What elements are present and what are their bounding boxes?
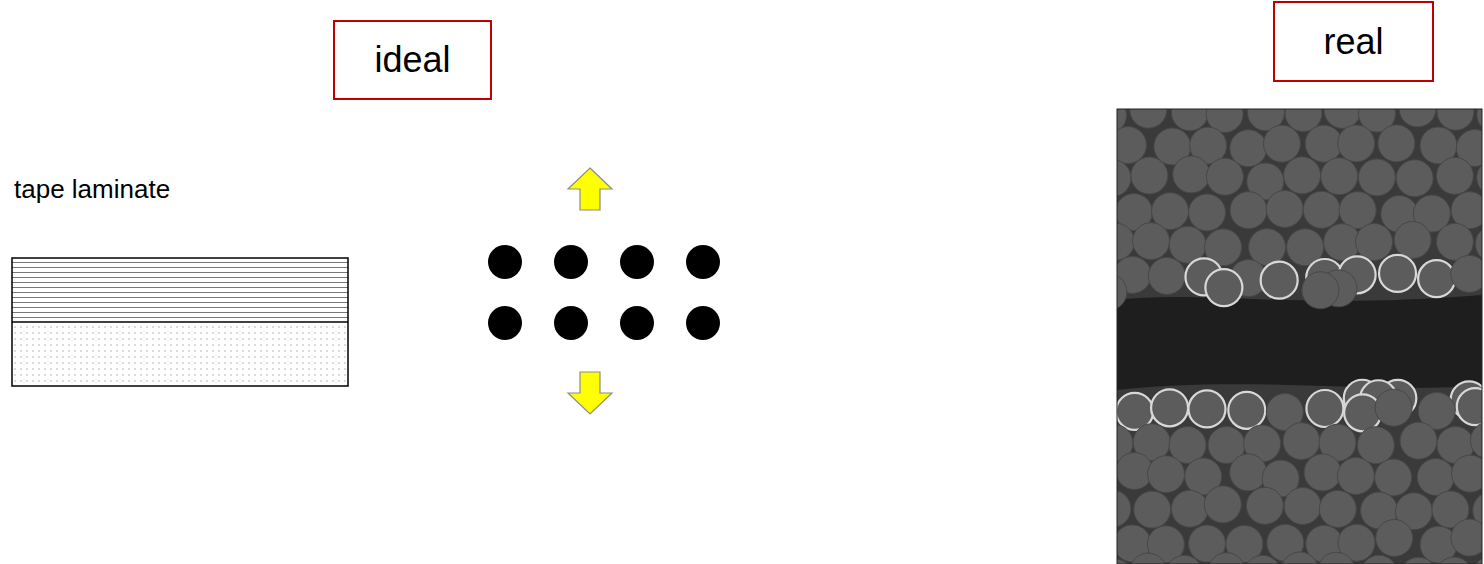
fiber-section [1324, 224, 1361, 261]
box-label: ideal [374, 40, 450, 80]
fiber-section [1263, 125, 1300, 162]
fiber-section [1148, 257, 1185, 294]
fiber-section [1378, 125, 1415, 162]
fiber-section [1306, 390, 1343, 427]
fiber-section [1338, 125, 1375, 162]
fiber-section [1208, 553, 1245, 564]
fiber-section [1148, 456, 1185, 493]
fiber-section [1418, 260, 1455, 297]
fiber-section [1130, 109, 1167, 128]
fiber-section [1361, 555, 1398, 564]
fiber-section [1302, 272, 1339, 309]
fiber-section [1356, 223, 1393, 260]
fiber-section [1246, 487, 1283, 524]
fiber-section [1357, 427, 1394, 464]
fiber-section [1117, 223, 1134, 260]
fiber-section [1452, 455, 1482, 492]
fiber-section [1134, 491, 1171, 528]
fiber-section [1470, 422, 1482, 459]
fiber-section [1436, 557, 1473, 564]
fiber-section [1321, 158, 1358, 195]
fiber-section [1281, 552, 1318, 564]
figure-label: tape laminate [14, 175, 170, 204]
fiber-section [1261, 262, 1298, 299]
fiber-section [1131, 157, 1168, 194]
box-label: real [1323, 22, 1383, 62]
fiber-section [1319, 490, 1356, 527]
fiber-section [1117, 160, 1131, 197]
fiber-section [1117, 490, 1131, 527]
fiber-section [1305, 125, 1342, 162]
fiber-section [1206, 158, 1243, 195]
fiber-section [1436, 223, 1473, 260]
fiber-section [1400, 557, 1437, 564]
fiber-section [1337, 458, 1374, 495]
fiber-section [1188, 390, 1225, 427]
fiber-section [1477, 159, 1482, 196]
fiber-section [1244, 555, 1281, 564]
label-box: ideal [333, 20, 492, 100]
fiber-section [1284, 488, 1321, 525]
laminate-figure [12, 258, 348, 386]
fiber-section [1228, 392, 1265, 429]
fiber-section [1284, 157, 1321, 194]
fiber-section [1230, 192, 1267, 229]
fiber-section [1173, 156, 1210, 193]
fiber-section [1457, 388, 1482, 425]
fiber-section [1376, 520, 1413, 557]
fiber-section [1399, 109, 1436, 127]
fiber-section [1133, 223, 1170, 260]
fiber-section [1151, 389, 1188, 426]
fiber-section [1266, 191, 1303, 228]
fiber-section [1358, 159, 1395, 196]
fiber-section [1473, 556, 1482, 564]
load-arrows [568, 168, 612, 414]
fiber-section [1451, 255, 1482, 292]
fiber-section [1379, 255, 1416, 292]
fiber-section [1436, 157, 1473, 194]
fiber-section [1204, 486, 1241, 523]
fiber-section [1394, 222, 1431, 259]
fiber-section [1451, 519, 1482, 556]
fiber-section [1166, 555, 1203, 564]
fiber-section [1318, 552, 1355, 564]
fiber-section [1230, 454, 1267, 491]
fiber-section [1396, 160, 1433, 197]
fiber-section [1283, 423, 1320, 460]
fiber-section [1375, 389, 1412, 426]
fiber-section [1205, 269, 1242, 306]
fiber-section [1117, 273, 1127, 310]
fiber-section [1303, 191, 1340, 228]
fiber-section [1375, 459, 1412, 496]
fiber-section [1171, 490, 1208, 527]
fiber-dots [488, 245, 720, 340]
fiber-section [1339, 192, 1376, 229]
fiber-section [1117, 559, 1133, 564]
fiber-section [1189, 194, 1226, 231]
micrograph [1117, 109, 1482, 564]
fiber-section [1130, 553, 1167, 564]
label-box: real [1273, 1, 1434, 82]
fiber-section [1400, 422, 1437, 459]
fiber-section [1304, 454, 1341, 491]
fiber-section [1417, 459, 1454, 496]
